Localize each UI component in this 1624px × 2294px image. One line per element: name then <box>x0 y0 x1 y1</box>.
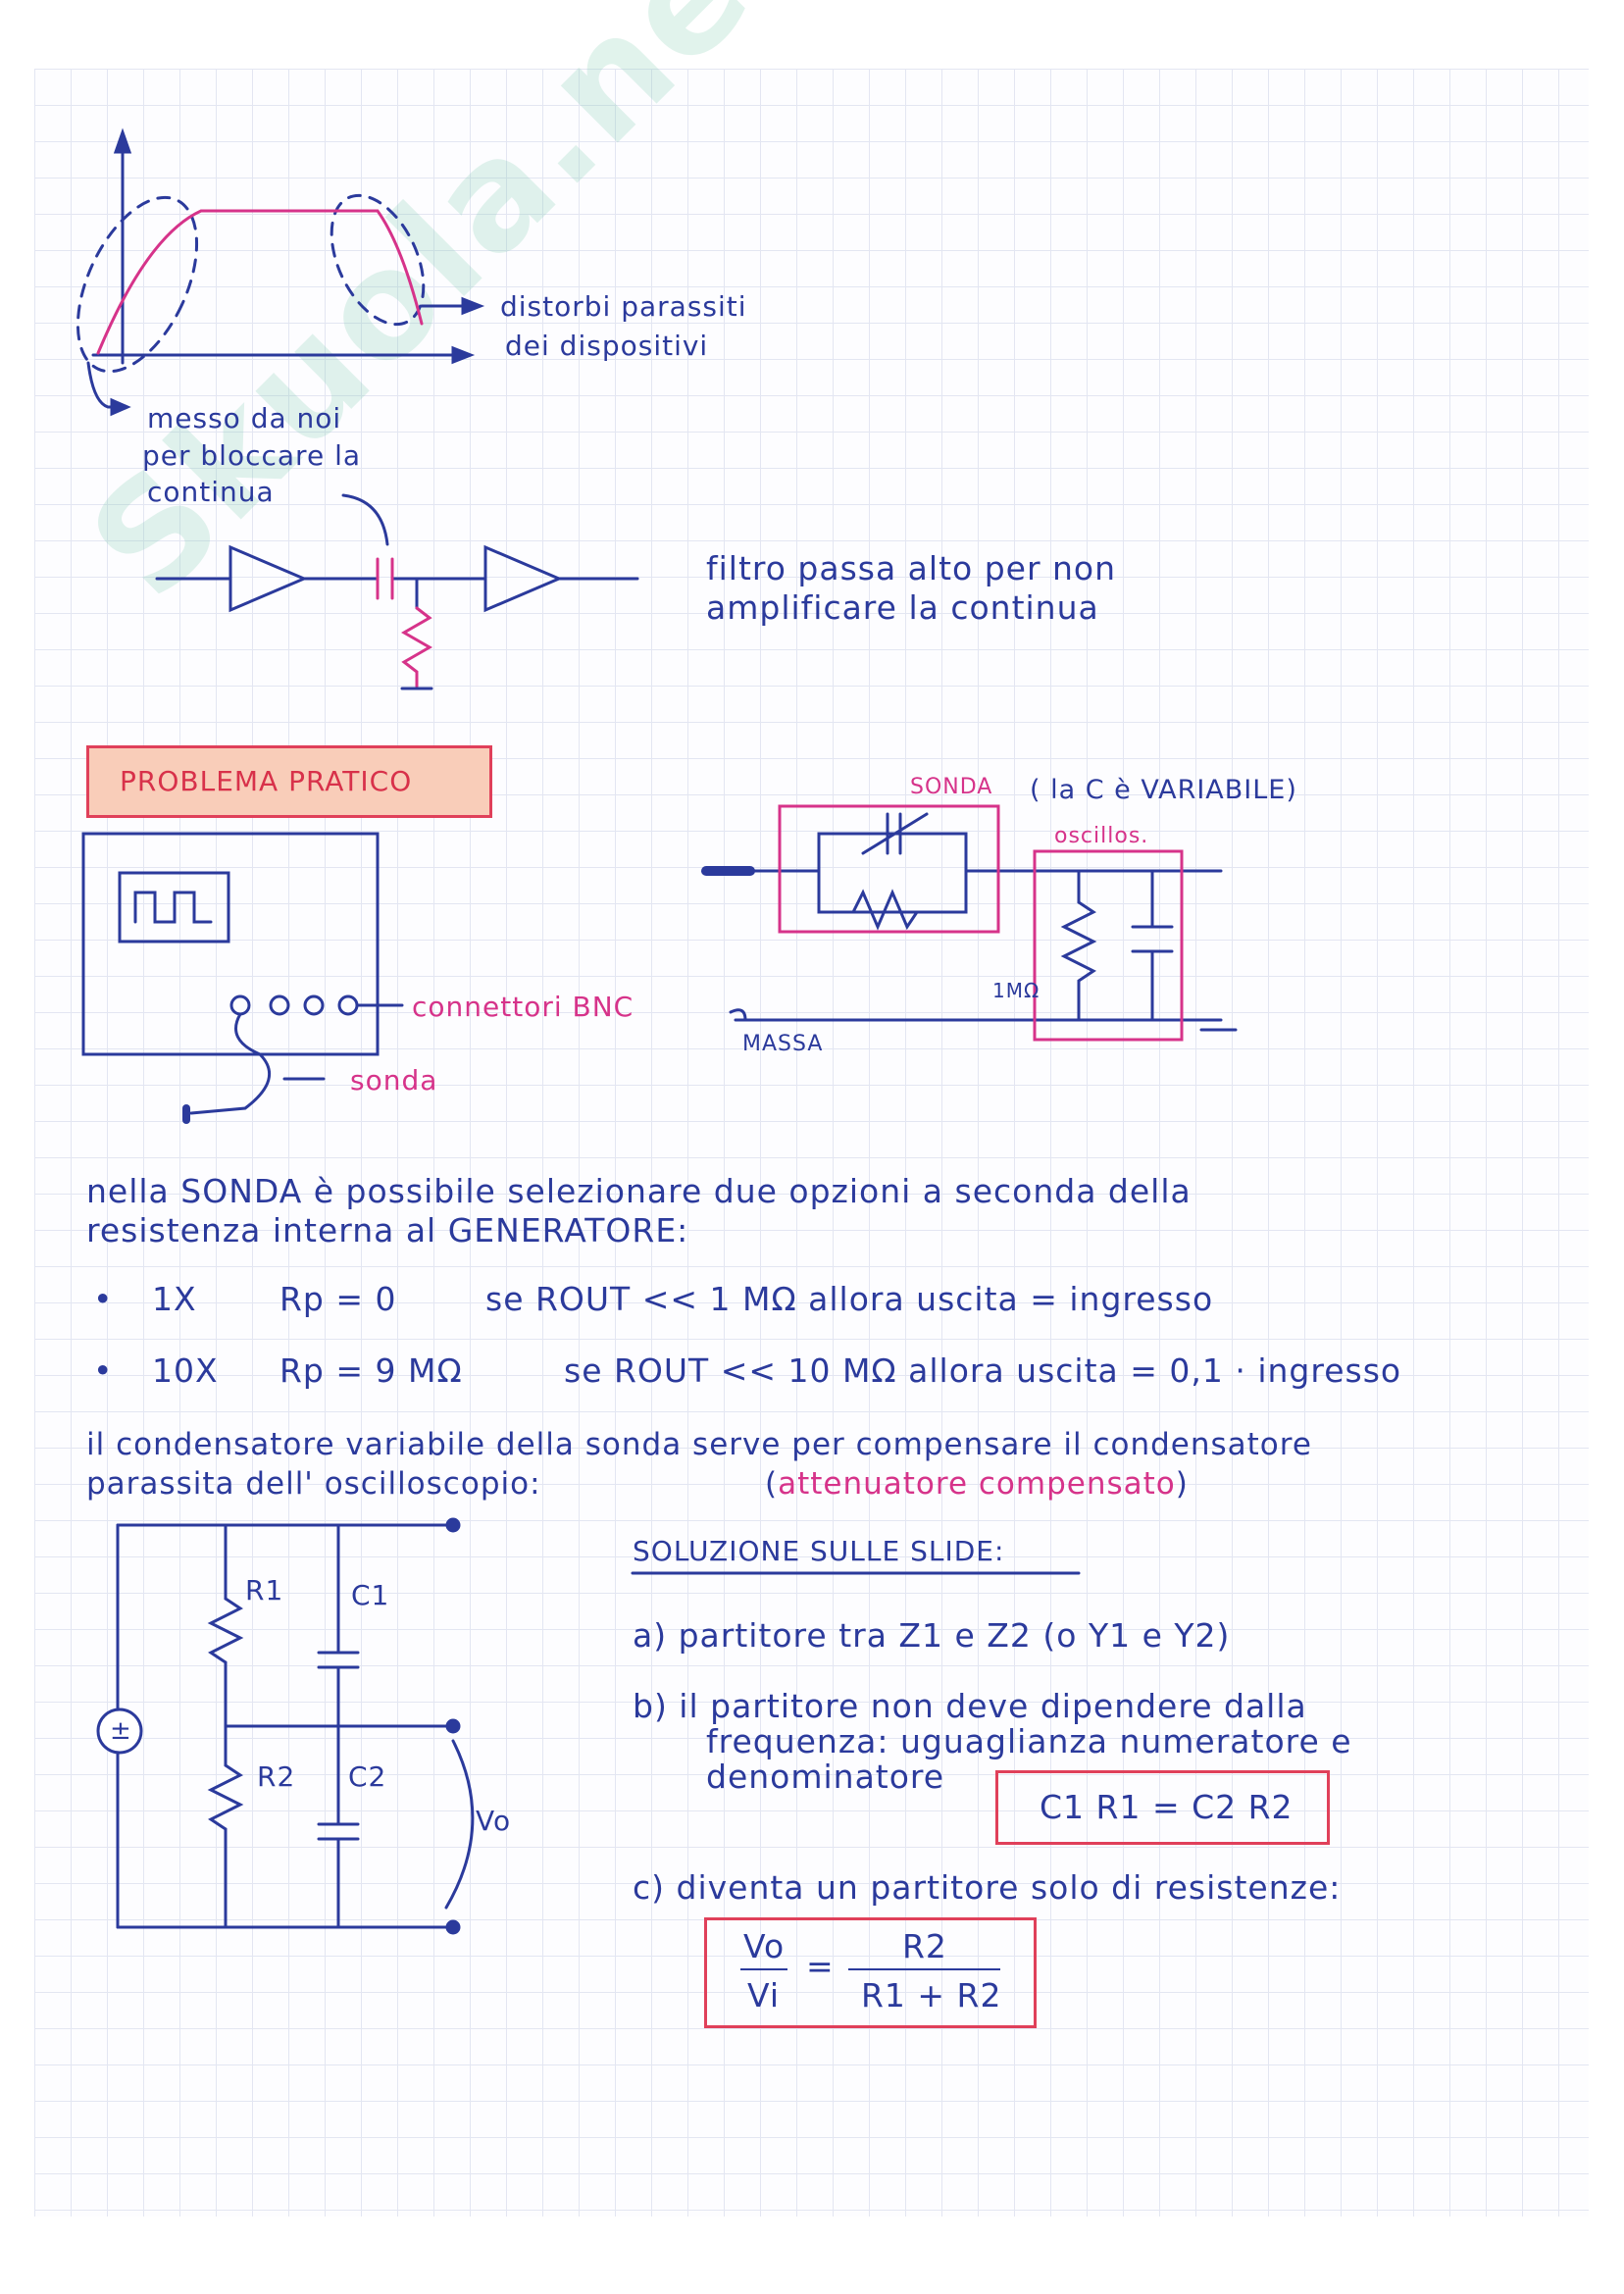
notebook-page <box>34 69 1589 2217</box>
paren: ( <box>765 1466 779 1502</box>
graph-note: continua <box>147 476 275 508</box>
bullet-2-rp: Rp = 9 MΩ <box>279 1351 463 1390</box>
probe-boxes <box>778 804 1184 1042</box>
c1-label: C1 <box>351 1579 390 1611</box>
solution-b: denominatore <box>706 1758 945 1796</box>
equation-box <box>995 1770 1330 1845</box>
frequency-response-graph <box>76 127 485 417</box>
bullet-2: • <box>93 1351 114 1390</box>
source-symbol: ± <box>110 1716 132 1746</box>
r2-numerator: R2 <box>902 1927 947 1965</box>
graph-note: messo da noi <box>147 402 342 434</box>
bullet-1-mode: 1X <box>152 1280 197 1318</box>
solution-b: frequenza: uguaglianza numeratore e <box>706 1722 1352 1760</box>
sonda-label: SONDA <box>910 775 993 799</box>
probe-label: sonda <box>350 1064 438 1096</box>
paren-line: (attenuatore compensato) <box>765 1466 1189 1502</box>
filter-description: amplificare la continua <box>706 588 1099 627</box>
fraction-bar <box>848 1968 1000 1970</box>
solution-c: c) diventa un partitore solo di resisten… <box>633 1868 1342 1907</box>
capacitor-line: il condensatore variabile della sonda se… <box>86 1427 1312 1462</box>
probe-circuit <box>701 812 1238 1032</box>
paren: ) <box>1175 1466 1189 1502</box>
vo-numerator: Vo <box>743 1927 786 1965</box>
oscilloscope-label: oscillos. <box>1054 824 1149 848</box>
filter-description: filtro passa alto per non <box>706 549 1117 587</box>
vi-denominator: Vi <box>747 1976 781 2014</box>
divider-formula-box <box>704 1917 1037 2028</box>
bullet-1: • <box>93 1280 114 1318</box>
equals-sign: = <box>806 1947 835 1985</box>
response-curve <box>96 209 424 355</box>
graph-note: per bloccare la <box>142 439 362 472</box>
solution-b: b) il partitore non deve dipendere dalla <box>633 1687 1307 1725</box>
graph-note: distorbi parassiti <box>500 290 747 323</box>
r1-plus-r2-denominator: R1 + R2 <box>861 1976 1002 2014</box>
variable-c-note: ( la C è VARIABILE) <box>1030 775 1297 805</box>
r1-label: R1 <box>245 1574 284 1606</box>
problem-title-box <box>86 745 492 818</box>
solution-title: SOLUZIONE SULLE SLIDE: <box>633 1535 1005 1567</box>
problem-title: PROBLEMA PRATICO <box>120 765 413 797</box>
vo-label: Vo <box>476 1805 512 1837</box>
c2-label: C2 <box>348 1760 387 1793</box>
fraction-bar <box>740 1968 787 1970</box>
compensated-attenuator-circuit <box>96 1517 1081 1935</box>
graph-note: dei dispositivi <box>505 330 709 362</box>
compensated-attenuator-label: attenuatore compensato <box>778 1466 1176 1502</box>
connectors-label: connettori BNC <box>412 991 634 1023</box>
oscilloscope-drawing <box>81 832 404 1124</box>
r2-label: R2 <box>257 1760 296 1793</box>
intro-line: resistenza interna al GENERATORE: <box>86 1211 689 1249</box>
solution-a: a) partitore tra Z1 e Z2 (o Y1 e Y2) <box>633 1616 1231 1655</box>
resistor-label: 1MΩ <box>992 979 1040 1002</box>
bullet-2-mode: 10X <box>152 1351 219 1390</box>
ground-label: MASSA <box>742 1032 824 1056</box>
intro-line: nella SONDA è possibile selezionare due … <box>86 1172 1192 1210</box>
high-pass-filter-circuit <box>155 493 639 690</box>
bullet-2-cond: se ROUT << 10 MΩ allora uscita = 0,1 · i… <box>564 1351 1402 1390</box>
capacitor-line: parassita dell' oscilloscopio: <box>86 1466 541 1502</box>
bullet-1-rp: Rp = 0 <box>279 1280 397 1318</box>
equation-c1r1-c2r2: C1 R1 = C2 R2 <box>1040 1788 1294 1826</box>
bullet-1-cond: se ROUT << 1 MΩ allora uscita = ingresso <box>485 1280 1214 1318</box>
